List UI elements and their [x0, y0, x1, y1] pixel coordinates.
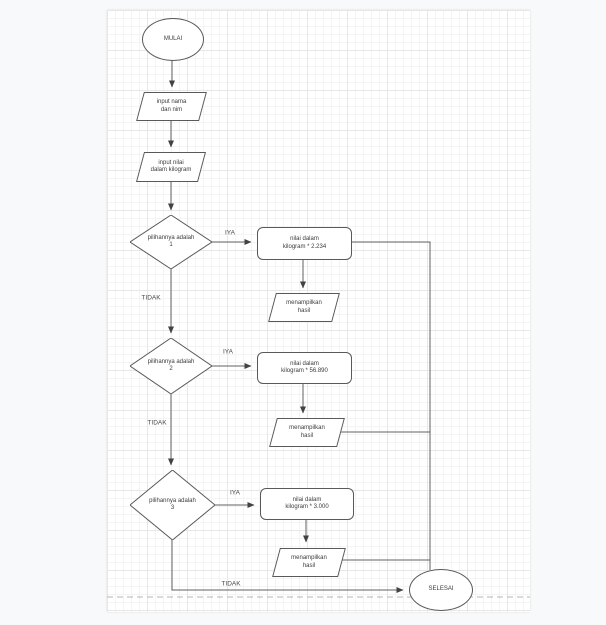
- edge-label-tidak-3[interactable]: TIDAK: [221, 580, 241, 588]
- start-label: MULAI: [163, 35, 183, 42]
- decision-2-label: pilihannya adalah 2: [147, 358, 195, 373]
- input-nama-label: input nama dan nim: [156, 99, 187, 113]
- edge-process1-end-rail: [350, 241, 431, 570]
- decision-1-node[interactable]: pilihannya adalah 1: [130, 215, 212, 269]
- diamond-shape: [130, 470, 215, 540]
- output-3-node[interactable]: menampilkan hasil: [276, 548, 342, 577]
- diagram-page[interactable]: MULAI input nama dan nim input nilai dal…: [107, 10, 530, 612]
- decision-1-label: pilihannya adalah 1: [147, 234, 195, 249]
- input-nilai-node[interactable]: input nilai dalam kilogram: [140, 152, 202, 182]
- output-2-node[interactable]: menampilkan hasil: [273, 418, 341, 447]
- output-1-label: menampilkan hasil: [286, 300, 322, 314]
- decision-2-node[interactable]: pilihannya adalah 2: [130, 338, 212, 394]
- edge-label-iya-2[interactable]: IYA: [223, 348, 233, 356]
- diamond-shape: [130, 338, 212, 394]
- edge-label-tidak-2[interactable]: TIDAK: [147, 419, 167, 427]
- edge-label-tidak-1[interactable]: TIDAK: [141, 294, 161, 302]
- end-label: SELESAI: [428, 586, 454, 593]
- input-nama-node[interactable]: input nama dan nim: [140, 92, 203, 121]
- output-1-node[interactable]: menampilkan hasil: [272, 293, 336, 322]
- start-node[interactable]: MULAI: [142, 18, 204, 61]
- process-1-label: nilai dalam kilogram * 2.234: [282, 236, 327, 250]
- decision-3-node[interactable]: pilihannya adalah 3: [130, 470, 215, 540]
- edge-label-iya-1[interactable]: IYA: [225, 229, 235, 237]
- output-3-label: menampilkan hasil: [291, 555, 327, 569]
- process-1-node[interactable]: nilai dalam kilogram * 2.234: [257, 227, 352, 260]
- process-2-node[interactable]: nilai dalam kilogram * 56.890: [257, 352, 352, 384]
- process-3-label: nilai dalam kilogram * 3.000: [285, 496, 329, 511]
- input-nilai-label: input nilai dalam kilogram: [150, 159, 192, 174]
- diamond-shape: [130, 215, 212, 269]
- edge-label-iya-3[interactable]: IYA: [230, 489, 240, 497]
- decision-3-label: pilihannya adalah 3: [149, 497, 196, 512]
- process-2-label: nilai dalam kilogram * 56.890: [281, 360, 328, 375]
- process-3-node[interactable]: nilai dalam kilogram * 3.000: [260, 488, 354, 520]
- end-node[interactable]: SELESAI: [409, 569, 473, 611]
- edge-decision3-end: [171, 540, 404, 593]
- output-2-label: menampilkan hasil: [289, 425, 325, 439]
